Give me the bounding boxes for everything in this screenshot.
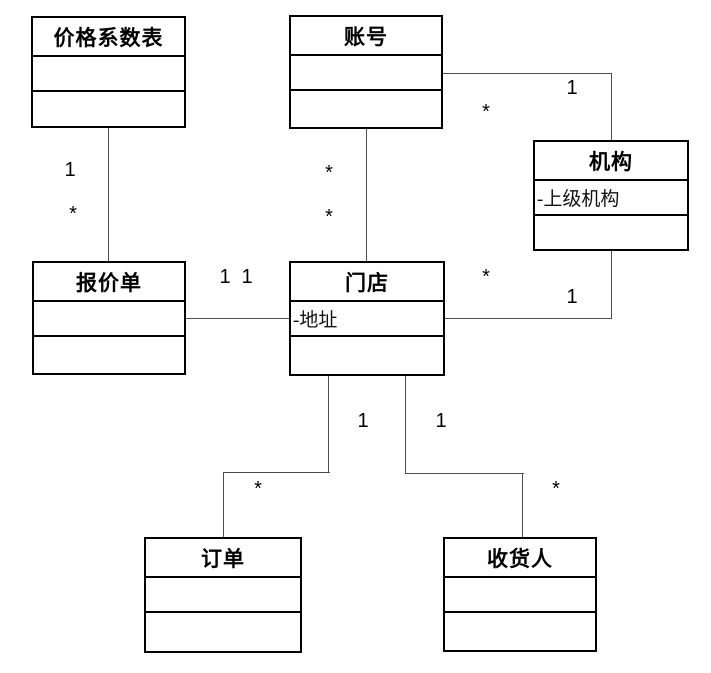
multiplicity-label: *: [254, 478, 262, 500]
multiplicity-label: 1: [241, 266, 253, 288]
edge-segment-store-to-order: [223, 472, 330, 473]
class-attributes-compartment: -地址: [291, 302, 443, 337]
edge-segment-store-to-organization: [611, 251, 612, 318]
class-box-account: 账号: [289, 15, 443, 129]
multiplicity-label: 1: [566, 77, 578, 99]
edge-segment-account-to-organization: [443, 73, 612, 74]
multiplicity-label: 1: [219, 266, 231, 288]
class-attributes-compartment: [33, 57, 184, 92]
edge-segment-price-table-to-quotation: [108, 128, 109, 261]
class-title: 收货人: [445, 539, 595, 578]
class-title: 报价单: [34, 263, 184, 302]
edge-segment-store-to-order: [328, 376, 329, 472]
multiplicity-label: 1: [64, 159, 76, 181]
edge-segment-store-to-organization: [445, 318, 612, 319]
class-attributes-compartment: [146, 578, 300, 613]
edge-segment-account-to-store: [366, 129, 367, 261]
multiplicity-label: *: [482, 266, 490, 288]
edge-segment-store-to-consignee: [522, 473, 523, 537]
edge-segment-quotation-to-store: [186, 318, 290, 319]
class-title: 订单: [146, 539, 300, 578]
class-title: 门店: [291, 263, 443, 302]
class-box-store: 门店 -地址: [289, 261, 445, 376]
class-box-quotation: 报价单: [32, 261, 186, 375]
class-box-price-coefficient-table: 价格系数表: [31, 16, 186, 128]
class-attribute-text: -上级机构: [537, 189, 620, 210]
class-attributes-compartment: [34, 302, 184, 337]
class-attributes-compartment: [291, 56, 441, 91]
class-attribute-text: -地址: [293, 310, 338, 331]
class-title: 机构: [535, 142, 687, 181]
multiplicity-label: *: [552, 478, 560, 500]
class-box-consignee: 收货人: [443, 537, 597, 652]
multiplicity-label: 1: [566, 286, 578, 308]
class-box-order: 订单: [144, 537, 302, 653]
edge-segment-store-to-order: [223, 472, 224, 537]
class-attributes-compartment: [445, 578, 595, 613]
class-title: 价格系数表: [33, 18, 184, 57]
multiplicity-label: *: [325, 162, 333, 184]
multiplicity-label: *: [69, 203, 77, 225]
multiplicity-label: *: [325, 206, 333, 228]
multiplicity-label: 1: [435, 410, 447, 432]
multiplicity-label: *: [482, 101, 490, 123]
class-attributes-compartment: -上级机构: [535, 181, 687, 216]
edge-segment-store-to-consignee: [405, 376, 406, 473]
class-title: 账号: [291, 17, 441, 56]
class-box-organization: 机构 -上级机构: [533, 140, 689, 251]
edge-segment-store-to-consignee: [405, 473, 524, 474]
edge-segment-account-to-organization: [611, 73, 612, 140]
multiplicity-label: 1: [357, 410, 369, 432]
